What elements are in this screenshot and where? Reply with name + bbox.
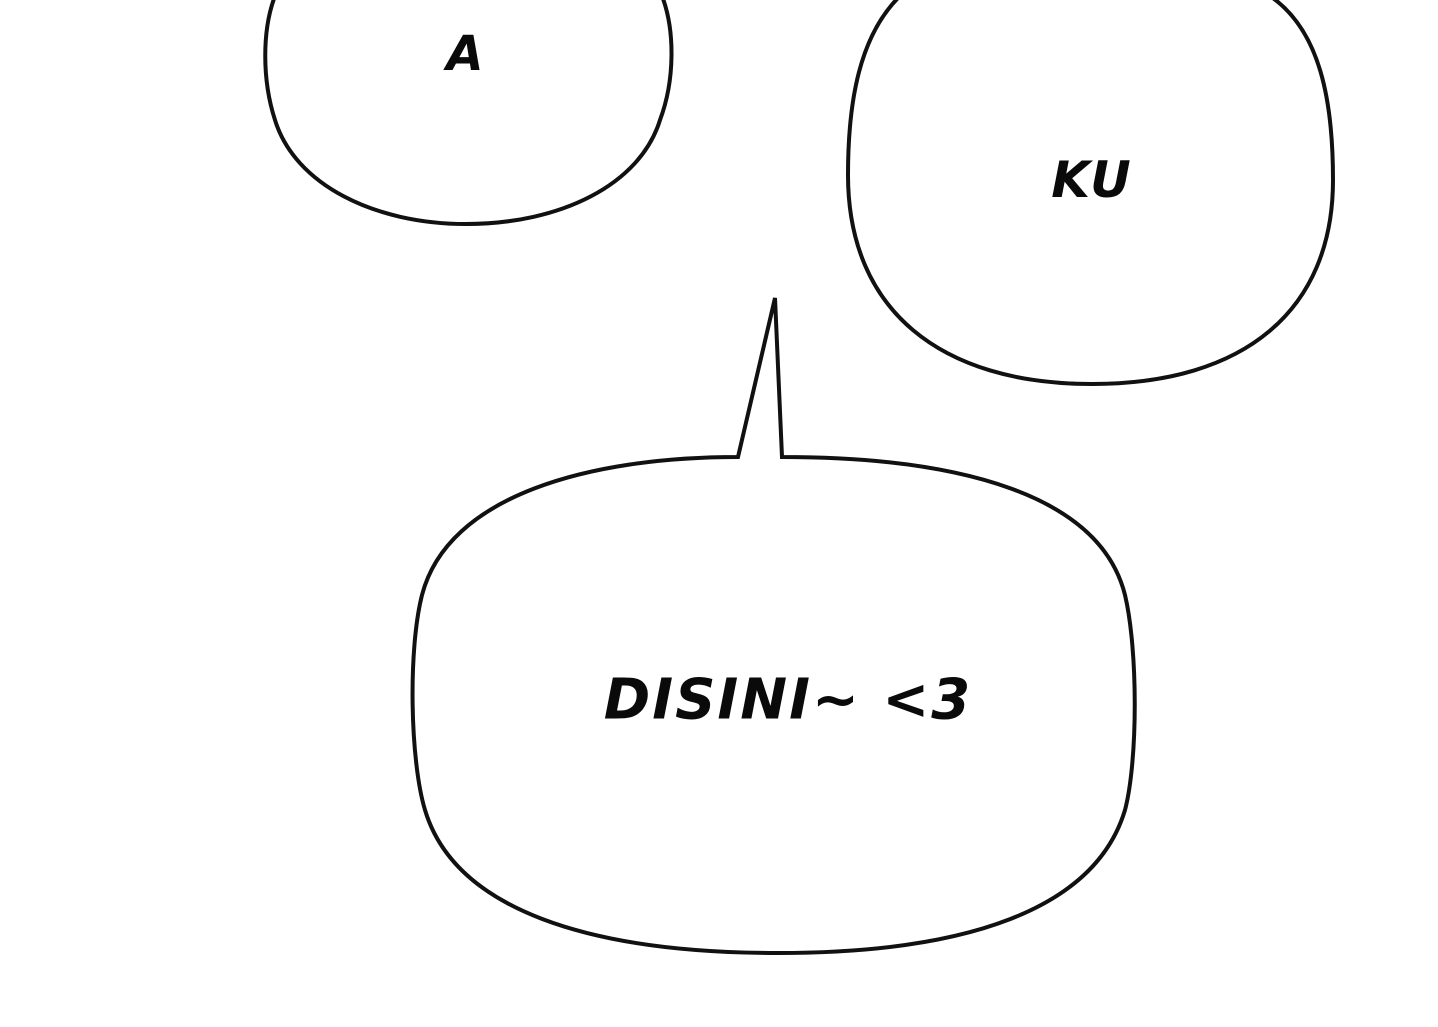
speech-bubble-top-right <box>845 0 1336 387</box>
speech-bubble-top-left <box>263 0 674 227</box>
bubble-text-ku: KU <box>1051 151 1133 209</box>
speech-bubble-bottom <box>410 297 1137 956</box>
bubble-text-a: A <box>446 26 486 82</box>
bubble-text-disini: DISINI~ <3 <box>603 667 973 733</box>
